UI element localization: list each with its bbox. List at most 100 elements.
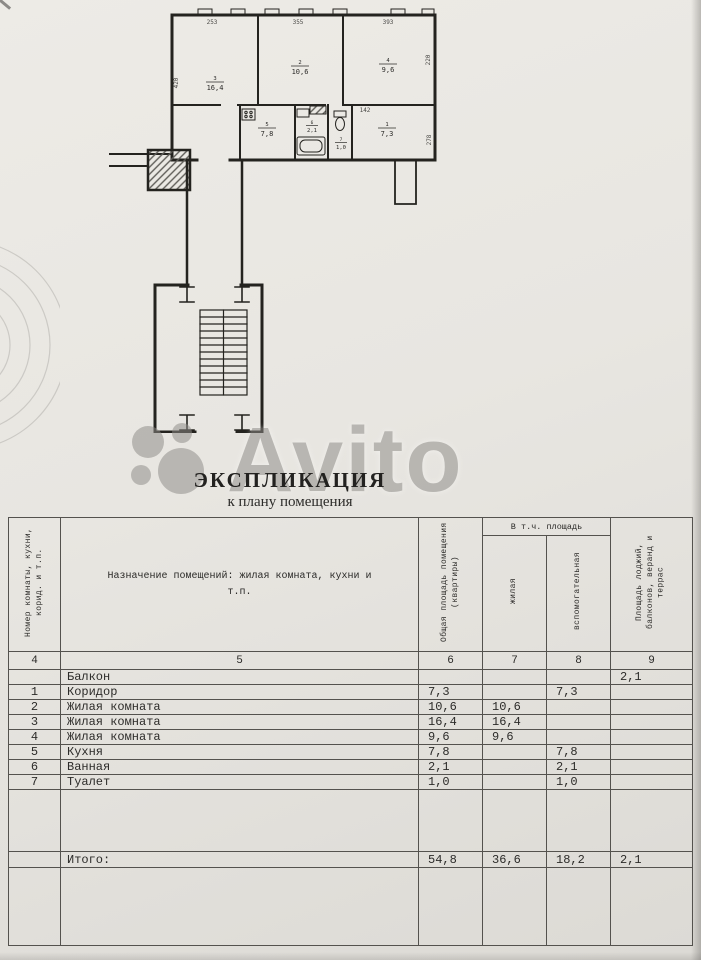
cell-balcony (610, 759, 694, 775)
cell-num: 6 (8, 759, 61, 775)
cell-living (482, 774, 547, 790)
total-aux: 18,2 (545, 851, 612, 868)
header-total-area: Общая площадь помещения (квартиры) (418, 517, 483, 652)
cell-balcony: 2,1 (610, 669, 694, 685)
dim-label: 393 (383, 19, 394, 26)
inner-walls (171, 14, 436, 161)
dim-label: 355 (293, 19, 304, 26)
shaft-box (146, 148, 192, 192)
cell-num: 3 (8, 714, 61, 730)
cell-balcony (610, 699, 694, 715)
fixtures (241, 105, 347, 156)
svg-text:9,6: 9,6 (382, 66, 395, 74)
header-balcony-area: Площадь лоджий, балконов, веранд и терра… (610, 517, 694, 652)
cell-living (482, 759, 547, 775)
col-num: 9 (610, 651, 694, 670)
svg-text:6: 6 (311, 120, 314, 126)
floor-plan: 3 16,4 2 10,6 4 9,6 5 7,8 1 7,3 6 2,1 (109, 8, 437, 433)
cell-living (482, 684, 547, 700)
cell-num (8, 669, 61, 685)
table-row: 1 Коридор 7,3 7,3 (8, 684, 694, 700)
svg-text:10,6: 10,6 (292, 68, 309, 76)
column-number-row: 4 5 6 7 8 9 (8, 651, 694, 670)
cell-name: Жилая комната (60, 714, 419, 730)
page-subtitle: к плану помещения (227, 494, 353, 510)
scan-edge-shadow-bottom (0, 952, 701, 960)
cell-aux (545, 699, 612, 715)
cell-num: 4 (8, 729, 61, 745)
svg-text:7,3: 7,3 (381, 130, 394, 138)
col-num: 6 (418, 651, 483, 670)
dim-label: 420 (173, 77, 180, 88)
cell-total: 16,4 (418, 714, 483, 730)
cell-aux (545, 729, 612, 745)
svg-text:3: 3 (213, 76, 216, 82)
svg-text:1: 1 (385, 122, 388, 128)
svg-text:16,4: 16,4 (207, 84, 224, 92)
table-row: Балкон 2,1 (8, 669, 694, 685)
dim-label: 142 (360, 107, 371, 114)
room-label: 3 16,4 (206, 76, 224, 92)
table-row: 7 Туалет 1,0 1,0 (8, 774, 694, 790)
cell-num: 7 (8, 774, 61, 790)
cell-num: 5 (8, 744, 61, 760)
corridor-walls (185, 158, 244, 287)
page-title: ЭКСПЛИКАЦИЯ (193, 468, 387, 492)
header-row-sub: жилая вспомогательная (9, 535, 693, 652)
cell-name: Кухня (60, 744, 419, 760)
title-block: ЭКСПЛИКАЦИЯ к плану помещения (0, 468, 580, 511)
header-room-number: Номер комнаты, кухни, корид. и т.п. (8, 517, 61, 652)
table-row: 5 Кухня 7,8 7,8 (8, 744, 694, 760)
col-num: 7 (482, 651, 547, 670)
cell-total (418, 669, 483, 685)
cell-aux (545, 714, 612, 730)
cell-living (482, 669, 547, 685)
col-num: 8 (545, 651, 612, 670)
cell-total: 2,1 (418, 759, 483, 775)
header-row-top: Номер комнаты, кухни, корид. и т.п. Назн… (8, 516, 694, 652)
cell-name: Жилая комната (60, 699, 419, 715)
svg-text:2: 2 (298, 60, 301, 66)
cell-living (482, 744, 547, 760)
header-living-area: жилая (482, 535, 547, 652)
scan-edge-shadow-right (691, 0, 701, 960)
cell-living: 10,6 (482, 699, 547, 715)
header-incl-area: В т.ч. площадь (481, 516, 612, 537)
cell-aux: 2,1 (545, 759, 612, 775)
cell-num: 2 (8, 699, 61, 715)
room-label: 2 10,6 (291, 60, 309, 76)
empty-row (8, 867, 694, 946)
table-row: 6 Ванная 2,1 2,1 (8, 759, 694, 775)
svg-text:7,8: 7,8 (261, 130, 274, 138)
cell-num: 1 (8, 684, 61, 700)
room-label: 5 7,8 (258, 122, 276, 138)
explication-table: Номер комнаты, кухни, корид. и т.п. Назн… (8, 516, 694, 946)
table-row: 3 Жилая комната 16,4 16,4 (8, 714, 694, 730)
total-balcony: 2,1 (610, 851, 694, 868)
table-row: 2 Жилая комната 10,6 10,6 (8, 699, 694, 715)
stamp-arcs (0, 246, 60, 444)
cell-balcony (610, 714, 694, 730)
room-label: 4 9,6 (379, 58, 397, 74)
room-label: 6 2,1 (306, 120, 318, 134)
total-living: 36,6 (482, 851, 547, 868)
total-total: 54,8 (418, 851, 483, 868)
cell-total: 7,8 (418, 744, 483, 760)
stairs (199, 309, 248, 396)
cell-balcony (610, 774, 694, 790)
cell-total: 1,0 (418, 774, 483, 790)
cell-aux (545, 669, 612, 685)
header-aux-area: вспомогательная (545, 535, 612, 652)
col-num: 4 (8, 651, 61, 670)
room-label: 1 7,3 (378, 122, 396, 138)
scan-corner-artifact (0, 0, 12, 10)
cell-aux: 7,8 (545, 744, 612, 760)
cell-aux: 7,3 (545, 684, 612, 700)
balcony-stub (394, 159, 417, 205)
total-label: Итого: (60, 851, 419, 868)
cell-name: Балкон (60, 669, 419, 685)
total-row: Итого: 54,8 36,6 18,2 2,1 (8, 851, 694, 868)
svg-text:1,0: 1,0 (336, 145, 346, 151)
dim-label: 220 (425, 54, 432, 65)
svg-text:7: 7 (340, 137, 343, 143)
